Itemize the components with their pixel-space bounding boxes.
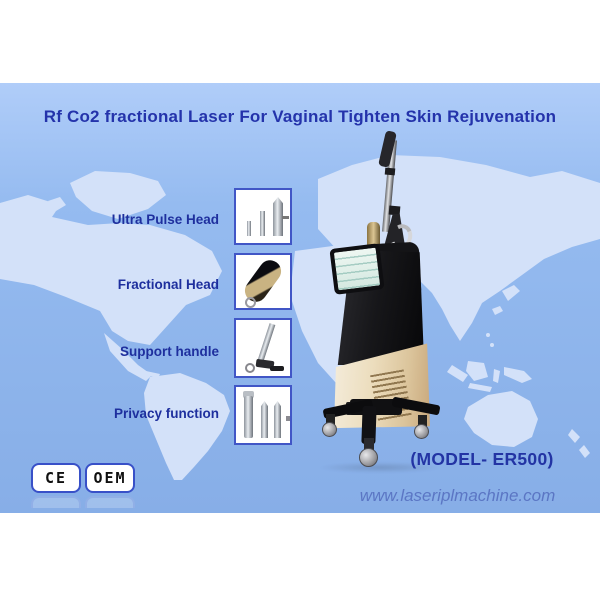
probe-2-icon <box>261 401 268 438</box>
feature-label-support-handle: Support handle <box>120 344 219 359</box>
ce-badge: CE <box>31 463 81 493</box>
arm-joint-upper <box>384 167 396 176</box>
wheel-left <box>322 422 337 437</box>
arm-loop-icon <box>245 363 255 373</box>
machine-screen <box>329 243 385 295</box>
model-number: (MODEL- ER500) <box>410 449 554 469</box>
wheel-right <box>414 424 429 439</box>
medium-tip-icon <box>260 211 265 236</box>
fractional-head-photo <box>234 253 292 310</box>
probe-cap-icon <box>243 391 254 398</box>
privacy-function-photo <box>234 385 292 445</box>
large-tip-icon <box>273 197 283 236</box>
website-url: www.laseriplmachine.com <box>359 486 556 505</box>
feature-label-ultra-pulse-head: Ultra Pulse Head <box>111 212 219 227</box>
ce-badge-reflection <box>31 496 81 508</box>
product-title: Rf Co2 fractional Laser For Vaginal Tigh… <box>43 107 557 126</box>
oem-badge-reflection <box>85 496 135 508</box>
probe-connector-icon <box>286 416 290 421</box>
feature-label-privacy-function: Privacy function <box>113 406 219 421</box>
tip-lever-icon <box>282 216 289 219</box>
wheel-fork-right <box>418 415 427 427</box>
feature-label-fractional-head: Fractional Head <box>117 277 219 292</box>
oem-badge: OEM <box>85 463 135 493</box>
ultra-pulse-head-photo <box>234 188 292 245</box>
support-handle-photo <box>234 318 292 378</box>
wheel-fork-left <box>326 414 335 426</box>
machine-screen-display <box>333 247 381 291</box>
machine-shadow <box>318 462 442 473</box>
probe-3-icon <box>274 401 281 438</box>
handpiece-ring-icon <box>245 297 256 308</box>
arm-joint-lower <box>388 205 401 216</box>
wheel-fork-front <box>364 438 374 452</box>
arm-base-icon <box>270 366 284 371</box>
wheel-front <box>359 448 378 467</box>
probe-1-icon <box>244 396 253 438</box>
small-tip-icon <box>247 221 251 236</box>
